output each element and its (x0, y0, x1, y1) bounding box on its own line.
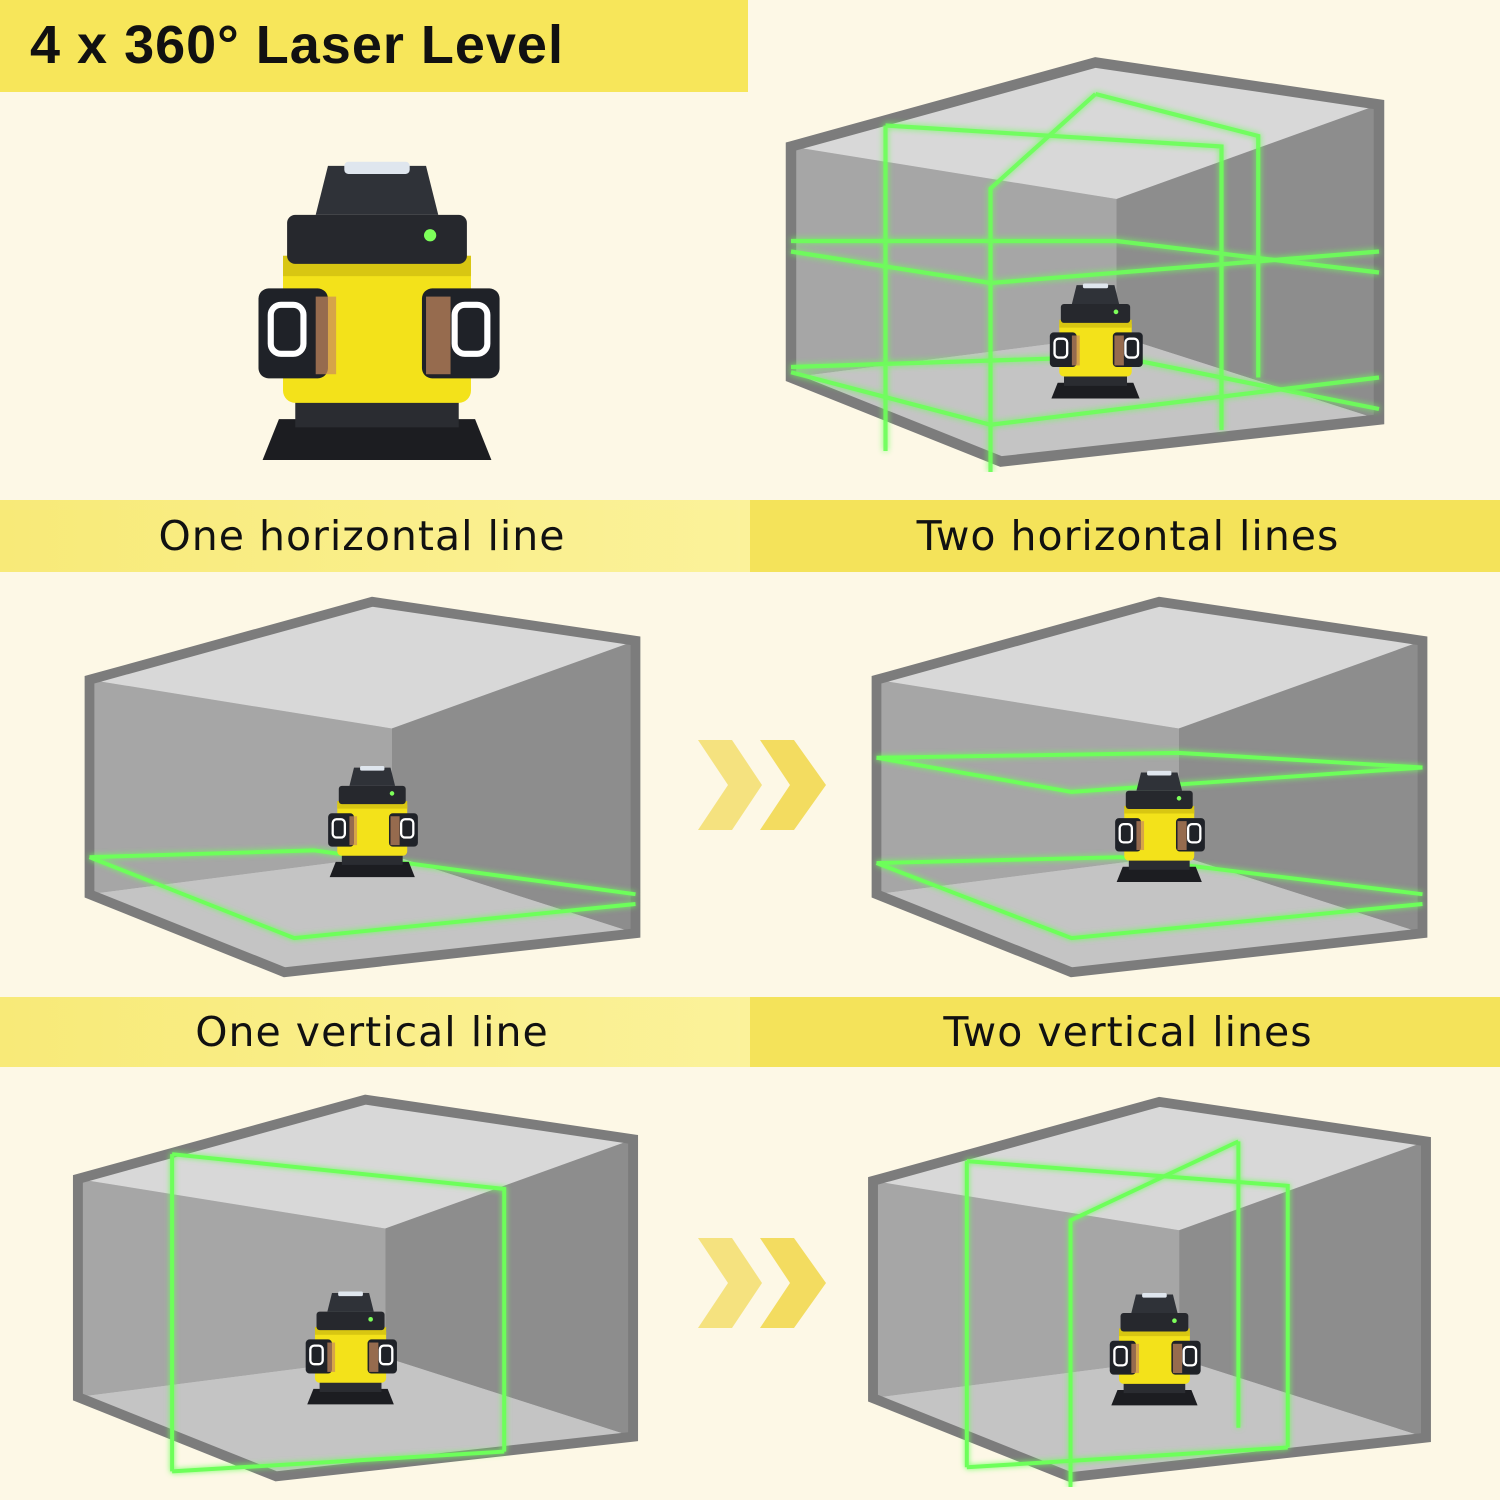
caption-band-vertical: One vertical line Two vertical lines (0, 997, 1500, 1067)
caption-two-vertical: Two vertical lines (943, 1008, 1313, 1056)
room-one-vertical (68, 1088, 643, 1488)
caption-one-vertical: One vertical line (195, 1008, 549, 1056)
caption-two-horizontal: Two horizontal lines (916, 512, 1340, 560)
double-chevron-right-icon (698, 740, 828, 830)
room-two-vertical (862, 1092, 1437, 1487)
laser-level-device-icon (232, 110, 522, 470)
room-one-horizontal (75, 592, 650, 982)
caption-band-horizontal: One horizontal line Two horizontal lines (0, 500, 1500, 572)
title-banner: 4 x 360° Laser Level (0, 0, 748, 92)
double-chevron-right-icon (698, 1238, 828, 1328)
page-title: 4 x 360° Laser Level (30, 15, 564, 75)
room-two-horizontal (862, 592, 1437, 982)
room-all-lines (775, 52, 1395, 472)
caption-one-horizontal: One horizontal line (158, 512, 566, 560)
product-image (232, 110, 522, 470)
